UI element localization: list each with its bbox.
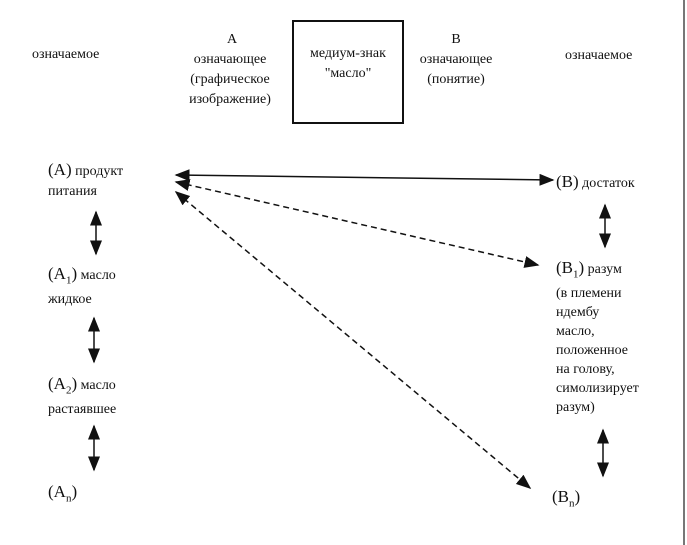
- node-text: продукт: [75, 164, 124, 179]
- page-edge: [683, 0, 685, 545]
- a-signifier-line: изображение): [189, 92, 271, 107]
- b-letter: B: [451, 32, 461, 47]
- medium-line: медиум-знак: [310, 46, 386, 61]
- node-text: питания: [48, 184, 97, 199]
- node-a1: (A1) масло жидкое: [48, 264, 116, 310]
- right-signified-header: означаемое: [565, 48, 633, 63]
- node-text: масло: [80, 268, 116, 283]
- medium-sign-label: медиум-знак "масло": [292, 44, 404, 84]
- medium-line: "масло": [324, 66, 372, 81]
- a-letter: A: [226, 32, 238, 47]
- medium-sign-box: [292, 20, 404, 124]
- node-b1: (B1) разум (в племени ндембу масло, поло…: [556, 258, 639, 416]
- node-text: масло,: [556, 324, 595, 340]
- b-signifier-header: означающее (понятие): [406, 50, 506, 90]
- node-text: достаток: [582, 176, 635, 191]
- dashed-arrow-a-b1: [174, 179, 540, 268]
- node-text: жидкое: [48, 292, 92, 308]
- node-text: положенное: [556, 343, 629, 359]
- node-bn: (Bn): [552, 487, 581, 510]
- node-b: (B) достаток: [556, 172, 635, 194]
- node-a2: (A2) масло растаявшее: [48, 374, 116, 420]
- a-signifier-line: означающее: [193, 52, 267, 67]
- b-signifier-line: означающее: [419, 52, 493, 67]
- node-text: масло: [80, 378, 116, 393]
- dashed-arrow-a-bn: [174, 191, 532, 489]
- b-signifier-line: (понятие): [427, 72, 485, 87]
- node-text: разум): [556, 400, 595, 416]
- a-signifier-header: означающее (графическое изображение): [170, 50, 290, 110]
- node-label: (A1): [48, 264, 78, 287]
- node-an: (An): [48, 482, 78, 505]
- a-signifier-line: (графическое: [190, 72, 270, 87]
- solid-arrow-a-b: [174, 169, 555, 186]
- node-text: симолизирует: [556, 381, 639, 397]
- node-label: (A): [48, 160, 72, 179]
- node-label: (A2): [48, 374, 78, 397]
- node-text: (в племени: [556, 286, 622, 302]
- left-signified-header: означаемое: [32, 47, 100, 62]
- node-text: на голову,: [556, 362, 615, 378]
- node-a: (A) продукт питания: [48, 160, 123, 202]
- node-label: (B): [556, 172, 579, 191]
- node-text: ндембу: [556, 305, 600, 321]
- node-text: растаявшее: [48, 402, 117, 418]
